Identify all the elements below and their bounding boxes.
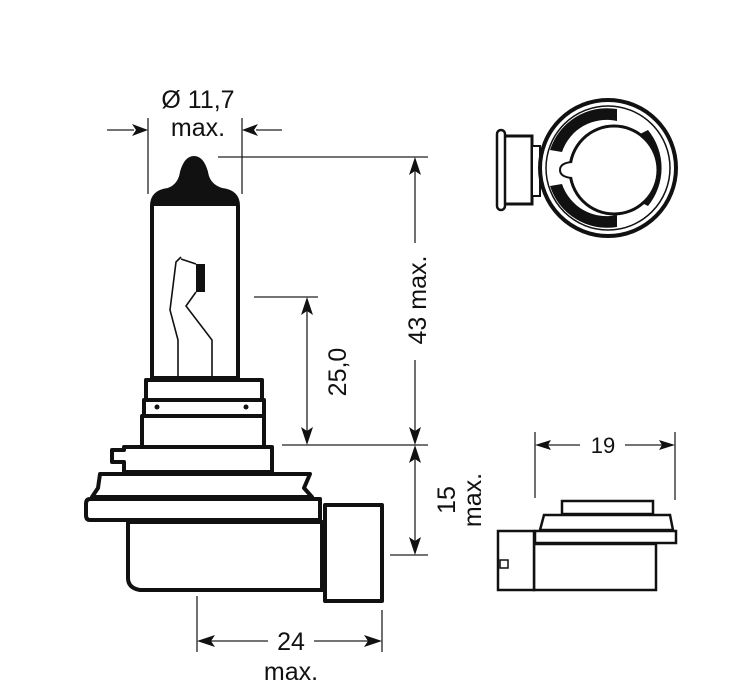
base-width-value: 24 xyxy=(277,628,305,656)
dimension-overall-length: 43 max. xyxy=(218,156,432,445)
base-height-qualifier: max. xyxy=(459,473,487,527)
bulb-tip xyxy=(152,158,238,206)
side-width-value: 19 xyxy=(591,433,615,458)
filament xyxy=(169,256,213,378)
bulb-collar xyxy=(144,378,264,402)
base-flange xyxy=(84,497,322,522)
bulb-top-view xyxy=(495,98,678,238)
base-flange-upper xyxy=(110,445,274,474)
connector xyxy=(323,503,384,603)
bulb-side-view: 19 xyxy=(496,432,678,592)
dimension-diameter: Ø 11,7 max. xyxy=(107,86,282,194)
dimension-base-width: 24 max. xyxy=(196,596,383,686)
base-cone-ring xyxy=(90,472,314,499)
overall-length-label: 43 max. xyxy=(404,256,432,345)
dimension-base-height: 15 max. xyxy=(390,445,487,556)
base-width-qualifier: max. xyxy=(264,658,318,686)
base-body xyxy=(126,520,324,592)
diameter-qualifier: max. xyxy=(171,114,225,142)
diameter-value: Ø 11,7 xyxy=(161,86,234,114)
bulb-front-view xyxy=(84,156,384,603)
light-center-value: 25,0 xyxy=(324,348,352,397)
base-height-value: 15 xyxy=(433,486,461,514)
dimension-light-center: 25,0 xyxy=(254,296,428,446)
